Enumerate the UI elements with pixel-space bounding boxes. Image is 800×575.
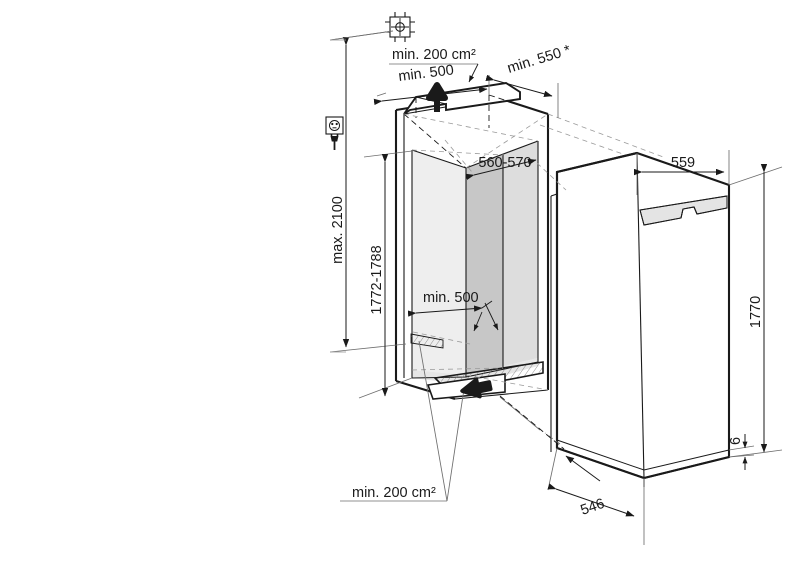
- appliance-top-grille: [639, 195, 728, 226]
- air-outlet-arrow: [426, 82, 448, 112]
- dim-niche-width: [465, 158, 537, 180]
- air-inlet-arrow: [460, 377, 493, 399]
- label-niche-depth: min. 550 *: [505, 42, 572, 76]
- label-max-2100: max. 2100: [330, 196, 346, 264]
- dim-max-2100: [329, 30, 407, 353]
- appliance-side-return: [550, 193, 558, 452]
- leader-vent-top: [389, 63, 479, 83]
- dim-niche-depth: [485, 74, 559, 118]
- niche-depth-guides: [539, 113, 667, 161]
- label-niche-width: 560-570: [478, 155, 531, 171]
- dim-appliance-height: [728, 164, 783, 458]
- label-vent-bottom: min. 200 cm²: [352, 485, 436, 501]
- leader-vent-bottom: [340, 340, 465, 502]
- niche-interior-shading: [412, 141, 538, 385]
- dim-plinth-gap: [728, 434, 755, 470]
- label-appliance-height: 1770: [748, 296, 764, 328]
- hidden-diagonal-guides: [403, 113, 549, 391]
- label-clearance-bottom: min. 500: [423, 290, 479, 306]
- socket-crosshair-icon: [385, 12, 415, 42]
- rear-bottom-vent-strip: [410, 333, 444, 349]
- label-clearance-top: min. 500: [398, 62, 455, 85]
- label-vent-top: min. 200 cm²: [392, 47, 476, 63]
- dim-clearance-bottom: [407, 305, 483, 317]
- dim-appliance-depth: [547, 447, 645, 545]
- dim-niche-height: [358, 150, 413, 399]
- hidden-construction-lines: [403, 94, 549, 378]
- air-inlet-dash-path: [499, 395, 565, 450]
- misc-guides: [330, 39, 346, 353]
- air-inlet-leader: [499, 396, 561, 445]
- clearance-bottom-leader: [473, 300, 499, 332]
- label-appliance-width: 559: [671, 155, 695, 171]
- dim-appliance-width: [634, 150, 730, 195]
- niche-width-guides: [444, 139, 567, 191]
- label-appliance-depth: 546: [579, 496, 607, 519]
- label-plinth-gap: 6: [728, 437, 744, 445]
- air-inlet-leader-arrow: [565, 455, 601, 482]
- label-niche-height: 1772-1788: [369, 245, 385, 314]
- power-plug-icon: [325, 116, 344, 150]
